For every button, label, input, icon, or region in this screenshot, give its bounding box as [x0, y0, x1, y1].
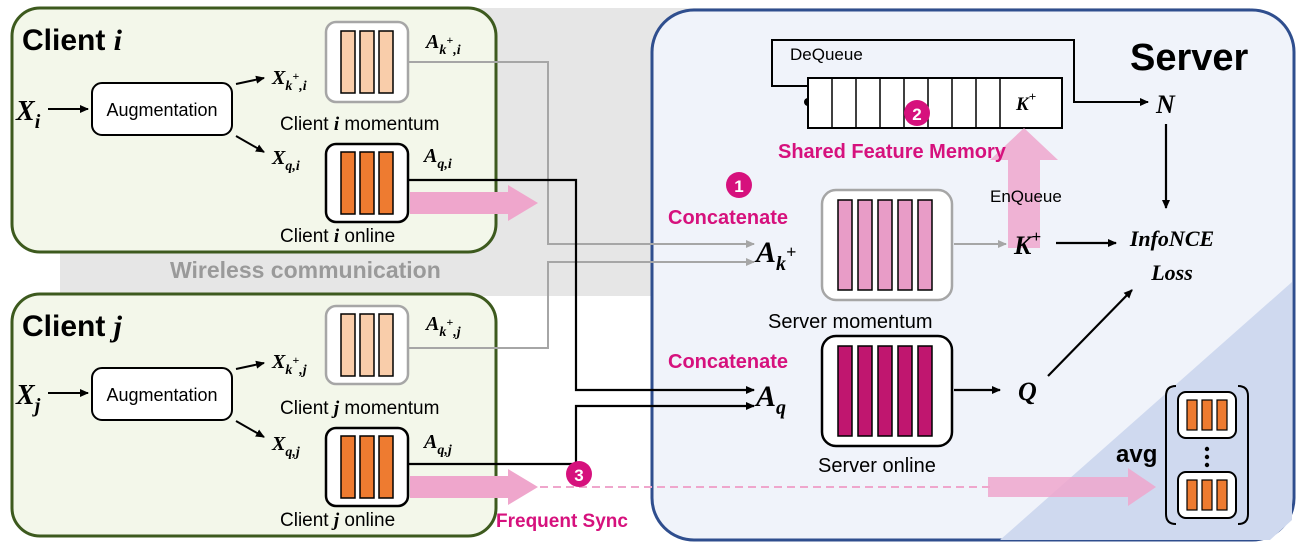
enqueue-arrow: [990, 128, 1058, 248]
server-online-label: Server online: [818, 455, 936, 477]
client-i-sync-arrow: [410, 185, 538, 221]
client-j-momentum-label: Client j momentum: [280, 398, 439, 419]
client-j-input: Xj: [15, 380, 41, 417]
server-panel: [650, 8, 1296, 542]
client-i-augmentation-label: Augmentation: [106, 100, 217, 120]
client-i-online-encoder: [324, 142, 410, 224]
avg-encoder-stack: [1165, 385, 1249, 525]
server-momentum-label: Server momentum: [768, 311, 933, 333]
dequeue-label: DeQueue: [790, 45, 863, 64]
avg-label: avg: [1116, 441, 1157, 468]
enqueue-label: EnQueue: [990, 187, 1062, 206]
client-j-online-path: [408, 402, 755, 466]
concatenate-momentum-label: Concatenate: [668, 207, 788, 229]
server-aq-label: Aq: [754, 380, 786, 419]
client-j-augmentation-box: [91, 367, 233, 421]
client-j-ak-label: Ak+,j: [424, 313, 461, 340]
client-j-aq-label: Aq,j: [422, 431, 452, 458]
loss-label: Loss: [1150, 260, 1193, 285]
infonce-label: InfoNCE: [1129, 226, 1214, 251]
client-j-online-encoder: [324, 426, 410, 508]
server-n-label: N: [1155, 90, 1176, 119]
client-i-online-path: [408, 178, 755, 394]
avg-sync-arrow: [988, 468, 1156, 506]
client-i-ak-label: Ak+,i: [424, 31, 461, 58]
client-i-aq-label: Aq,i: [422, 145, 452, 172]
client-j-momentum-encoder: [324, 304, 410, 386]
server-title: Server: [1130, 37, 1249, 79]
client-j-xq-label: Xq,j: [271, 433, 300, 460]
client-j-xk-label: Xk+,j: [271, 351, 307, 378]
client-i-augmentation-box: [91, 82, 233, 136]
client-i-xk-label: Xk+,i: [271, 67, 307, 94]
shared-feature-queue: [807, 77, 1063, 129]
client-i-title: Client i: [22, 24, 123, 57]
client-j-sync-arrow: [410, 469, 538, 505]
step-2-badge: [904, 100, 930, 126]
client-i-xq-label: Xq,i: [271, 147, 300, 174]
client-j-online-label: Client j online: [280, 510, 395, 531]
client-j-title: Client j: [22, 310, 123, 343]
client-i-momentum-path: [408, 61, 755, 248]
server-momentum-encoder: [820, 188, 954, 302]
concatenate-online-label: Concatenate: [668, 351, 788, 373]
server-online-encoder: [820, 334, 954, 448]
client-i-input: Xi: [15, 96, 41, 133]
client-j-augmentation-label: Augmentation: [106, 385, 217, 405]
step-2-number: 2: [912, 105, 921, 124]
q-to-loss-path: [1047, 289, 1133, 377]
server-q-label: Q: [1018, 377, 1037, 406]
step-1-number: 1: [734, 177, 743, 196]
shared-feature-memory-label: Shared Feature Memory: [778, 141, 1007, 163]
step-3-number: 3: [574, 466, 583, 485]
server-ak-label: Ak+: [754, 236, 796, 275]
client-j-momentum-path: [408, 258, 755, 349]
frequent-sync-label: Frequent Sync: [496, 511, 628, 532]
queue-k-label: K+: [1015, 89, 1036, 115]
client-i-momentum-label: Client i momentum: [280, 114, 439, 135]
wireless-communication-label: Wireless communication: [170, 257, 441, 283]
step-3-badge: [566, 461, 592, 487]
step-1-badge: [726, 172, 752, 198]
client-i-momentum-encoder: [324, 20, 410, 104]
client-i-online-label: Client i online: [280, 226, 395, 247]
server-k-label: K+: [1013, 227, 1041, 260]
